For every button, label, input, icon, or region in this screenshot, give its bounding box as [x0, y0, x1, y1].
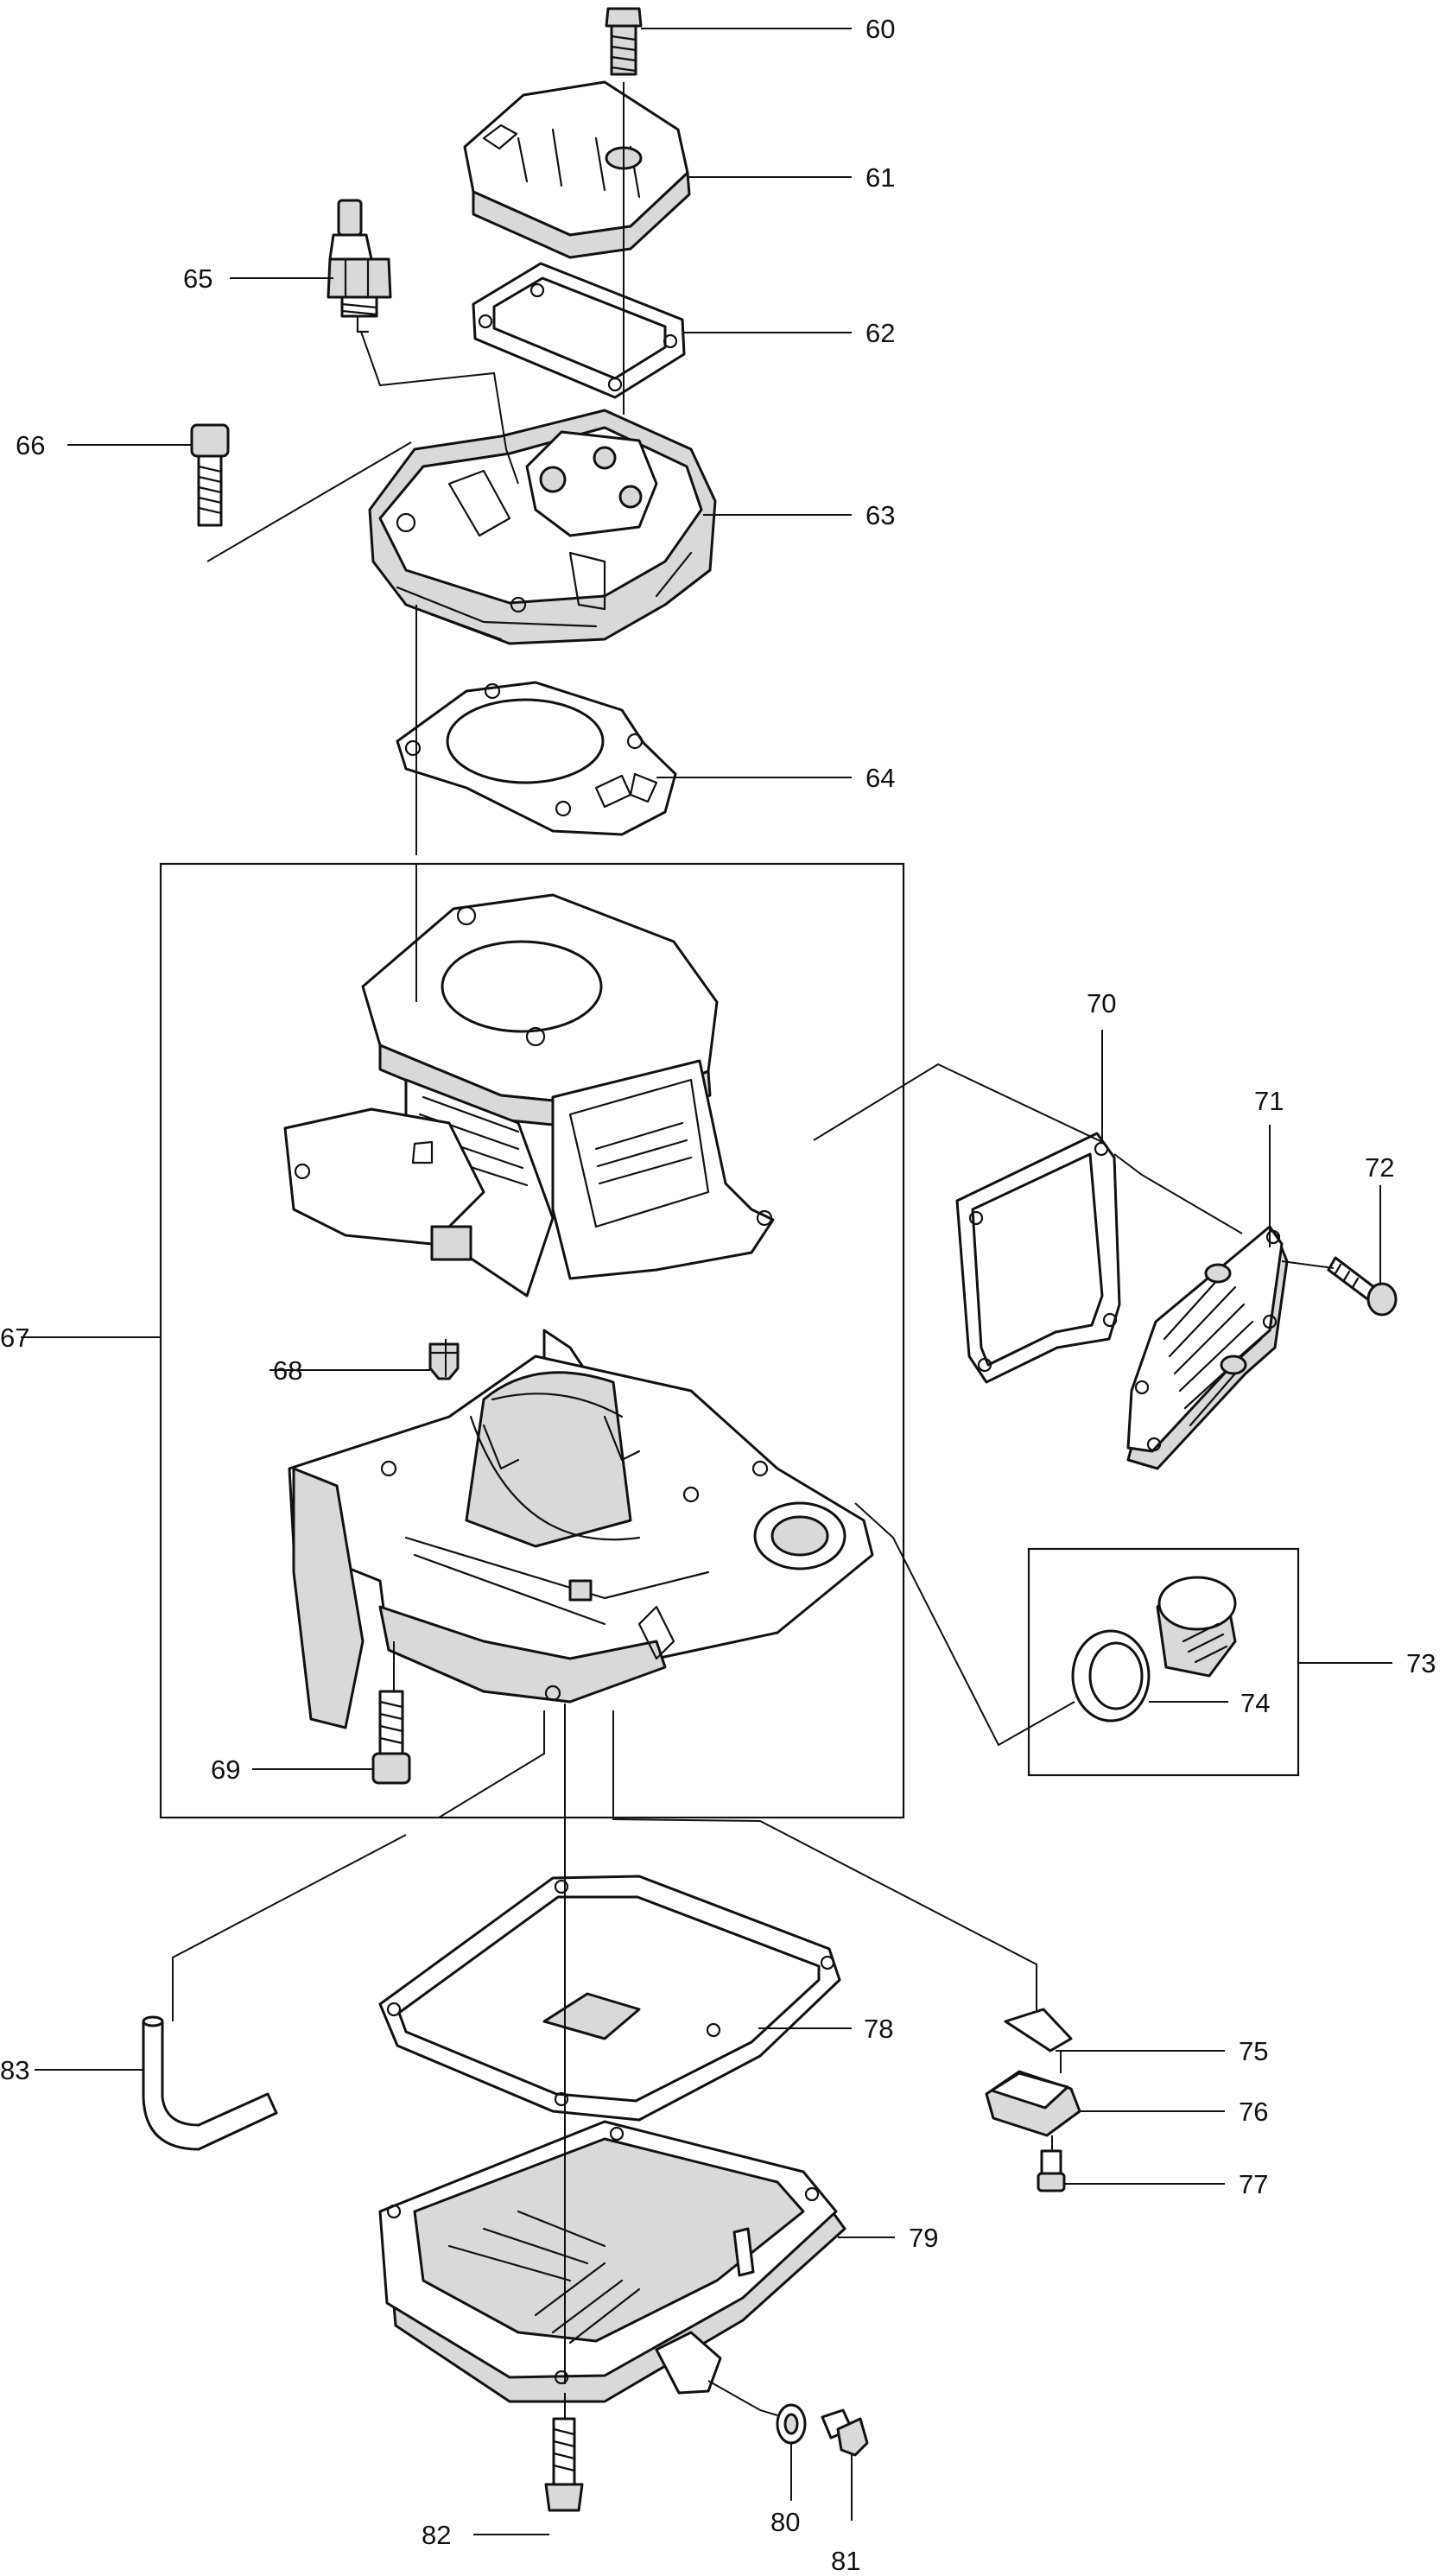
- part-70-side-gasket: [955, 1132, 1121, 1384]
- callout-75: 75: [1239, 2036, 1268, 2066]
- part-69-crankcase-bolt: [371, 1690, 411, 1785]
- part-80-drain-washer: [776, 2403, 807, 2445]
- part-67-cylinder-block: [283, 893, 775, 1384]
- part-77-breather-screw: [1037, 2149, 1066, 2192]
- part-63-cylinder-head: [368, 409, 717, 645]
- part-71-side-cover: [1126, 1225, 1289, 1470]
- part-67-crankcase: [288, 1355, 874, 1729]
- callout-74: 74: [1240, 1688, 1270, 1718]
- callout-76: 76: [1239, 2097, 1268, 2127]
- part-61-head-cover: [463, 80, 691, 259]
- part-64-head-gasket: [396, 681, 677, 836]
- callout-81: 81: [831, 2546, 860, 2576]
- callout-62: 62: [865, 318, 895, 348]
- part-68-dowel-pin: [428, 1342, 460, 1380]
- part-62-cover-gasket: [472, 262, 686, 399]
- oil-cap-group-frame: [1027, 1547, 1300, 1777]
- part-72-cover-bolt: [1327, 1256, 1398, 1317]
- callout-67: 67: [0, 1323, 29, 1353]
- part-66-head-bolt: [190, 423, 230, 527]
- part-83-breather-hose: [142, 2015, 278, 2151]
- callout-64: 64: [865, 763, 895, 793]
- callout-70: 70: [1087, 988, 1116, 1018]
- part-73-oil-filler-cap: [1156, 1576, 1237, 1678]
- callout-73: 73: [1406, 1648, 1436, 1678]
- callouts: 60 61 62 63 64 65 66 67 68 69 70 71 72 7…: [0, 14, 1436, 2576]
- callout-69: 69: [211, 1754, 240, 1785]
- callout-61: 61: [865, 162, 895, 193]
- callout-63: 63: [865, 500, 895, 530]
- callout-68: 68: [273, 1355, 302, 1386]
- part-75-plate-gasket: [1004, 2008, 1073, 2053]
- callout-60: 60: [865, 14, 895, 44]
- callout-83: 83: [0, 2055, 29, 2085]
- callout-77: 77: [1239, 2169, 1268, 2199]
- callout-71: 71: [1254, 1086, 1284, 1116]
- part-65-spark-plug: [327, 199, 392, 333]
- callout-66: 66: [16, 430, 45, 460]
- part-76-breather-cover: [985, 2070, 1081, 2137]
- part-74-oil-cap-seal: [1071, 1629, 1151, 1723]
- callout-82: 82: [422, 2520, 451, 2550]
- callout-80: 80: [770, 2507, 800, 2537]
- cylinder-crankcase-group-frame: [159, 862, 905, 1819]
- callout-65: 65: [183, 263, 212, 294]
- part-79-oil-pan: [378, 2120, 846, 2403]
- callout-72: 72: [1365, 1152, 1394, 1183]
- part-78-oil-pan-gasket: [378, 1875, 841, 2122]
- part-82-oil-pan-bolt: [544, 2417, 584, 2512]
- part-60-cover-bolt: [605, 7, 643, 76]
- callout-79: 79: [909, 2223, 938, 2253]
- part-81-drain-bolt: [821, 2408, 869, 2457]
- leader-lines: [21, 28, 1392, 2535]
- callout-78: 78: [864, 2014, 893, 2044]
